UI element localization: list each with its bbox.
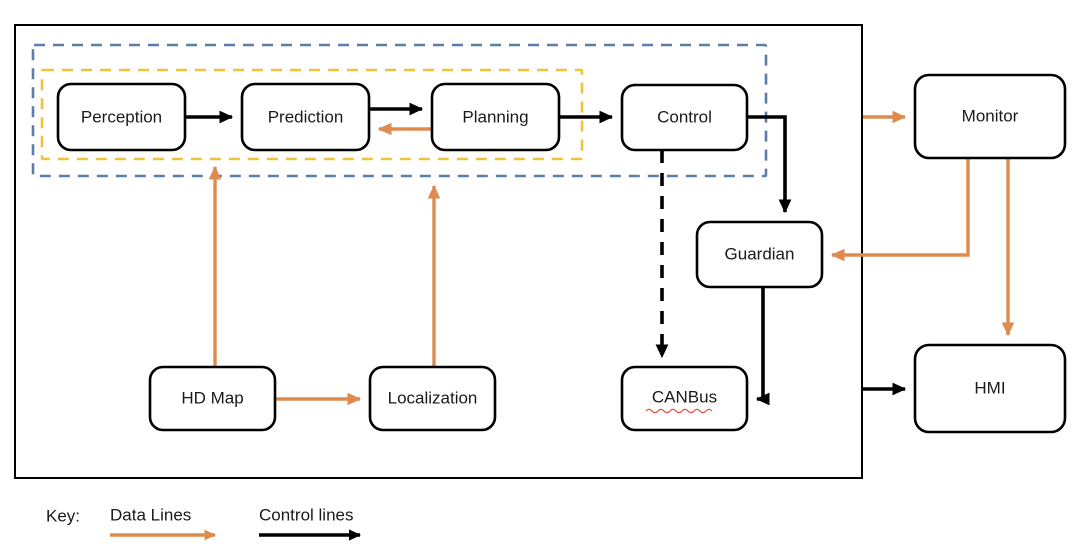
legend-label-data-lines: Data Lines xyxy=(110,505,191,524)
edge-monitor-to-guardian xyxy=(830,158,970,262)
node-localization[interactable]: Localization xyxy=(368,365,497,432)
legend: Key: Data Lines Control lines xyxy=(46,505,362,541)
group-boundary-yellow xyxy=(40,68,584,161)
node-monitor[interactable]: Monitor xyxy=(913,73,1067,160)
system-boundary-frame xyxy=(14,24,863,479)
node-hmi[interactable]: HMI xyxy=(913,343,1067,434)
node-canbus[interactable]: CANBus xyxy=(620,365,749,432)
edge-guardian-to-canbus xyxy=(755,287,770,406)
edge-control-to-guardian xyxy=(747,115,792,214)
node-prediction[interactable]: Prediction xyxy=(240,82,371,152)
legend-label-control-lines: Control lines xyxy=(259,505,354,524)
node-guardian[interactable]: Guardian xyxy=(695,220,824,289)
spellcheck-underline-icon xyxy=(645,408,713,414)
node-perception[interactable]: Perception xyxy=(56,82,187,152)
legend-item-control-lines: Control lines xyxy=(259,505,362,541)
node-hd-map[interactable]: HD Map xyxy=(148,365,277,432)
legend-item-data-lines: Data Lines xyxy=(110,505,216,541)
node-planning[interactable]: Planning xyxy=(430,82,561,152)
legend-key-label: Key: xyxy=(46,506,80,525)
group-boundary-blue xyxy=(31,43,768,178)
node-control[interactable]: Control xyxy=(620,83,749,152)
